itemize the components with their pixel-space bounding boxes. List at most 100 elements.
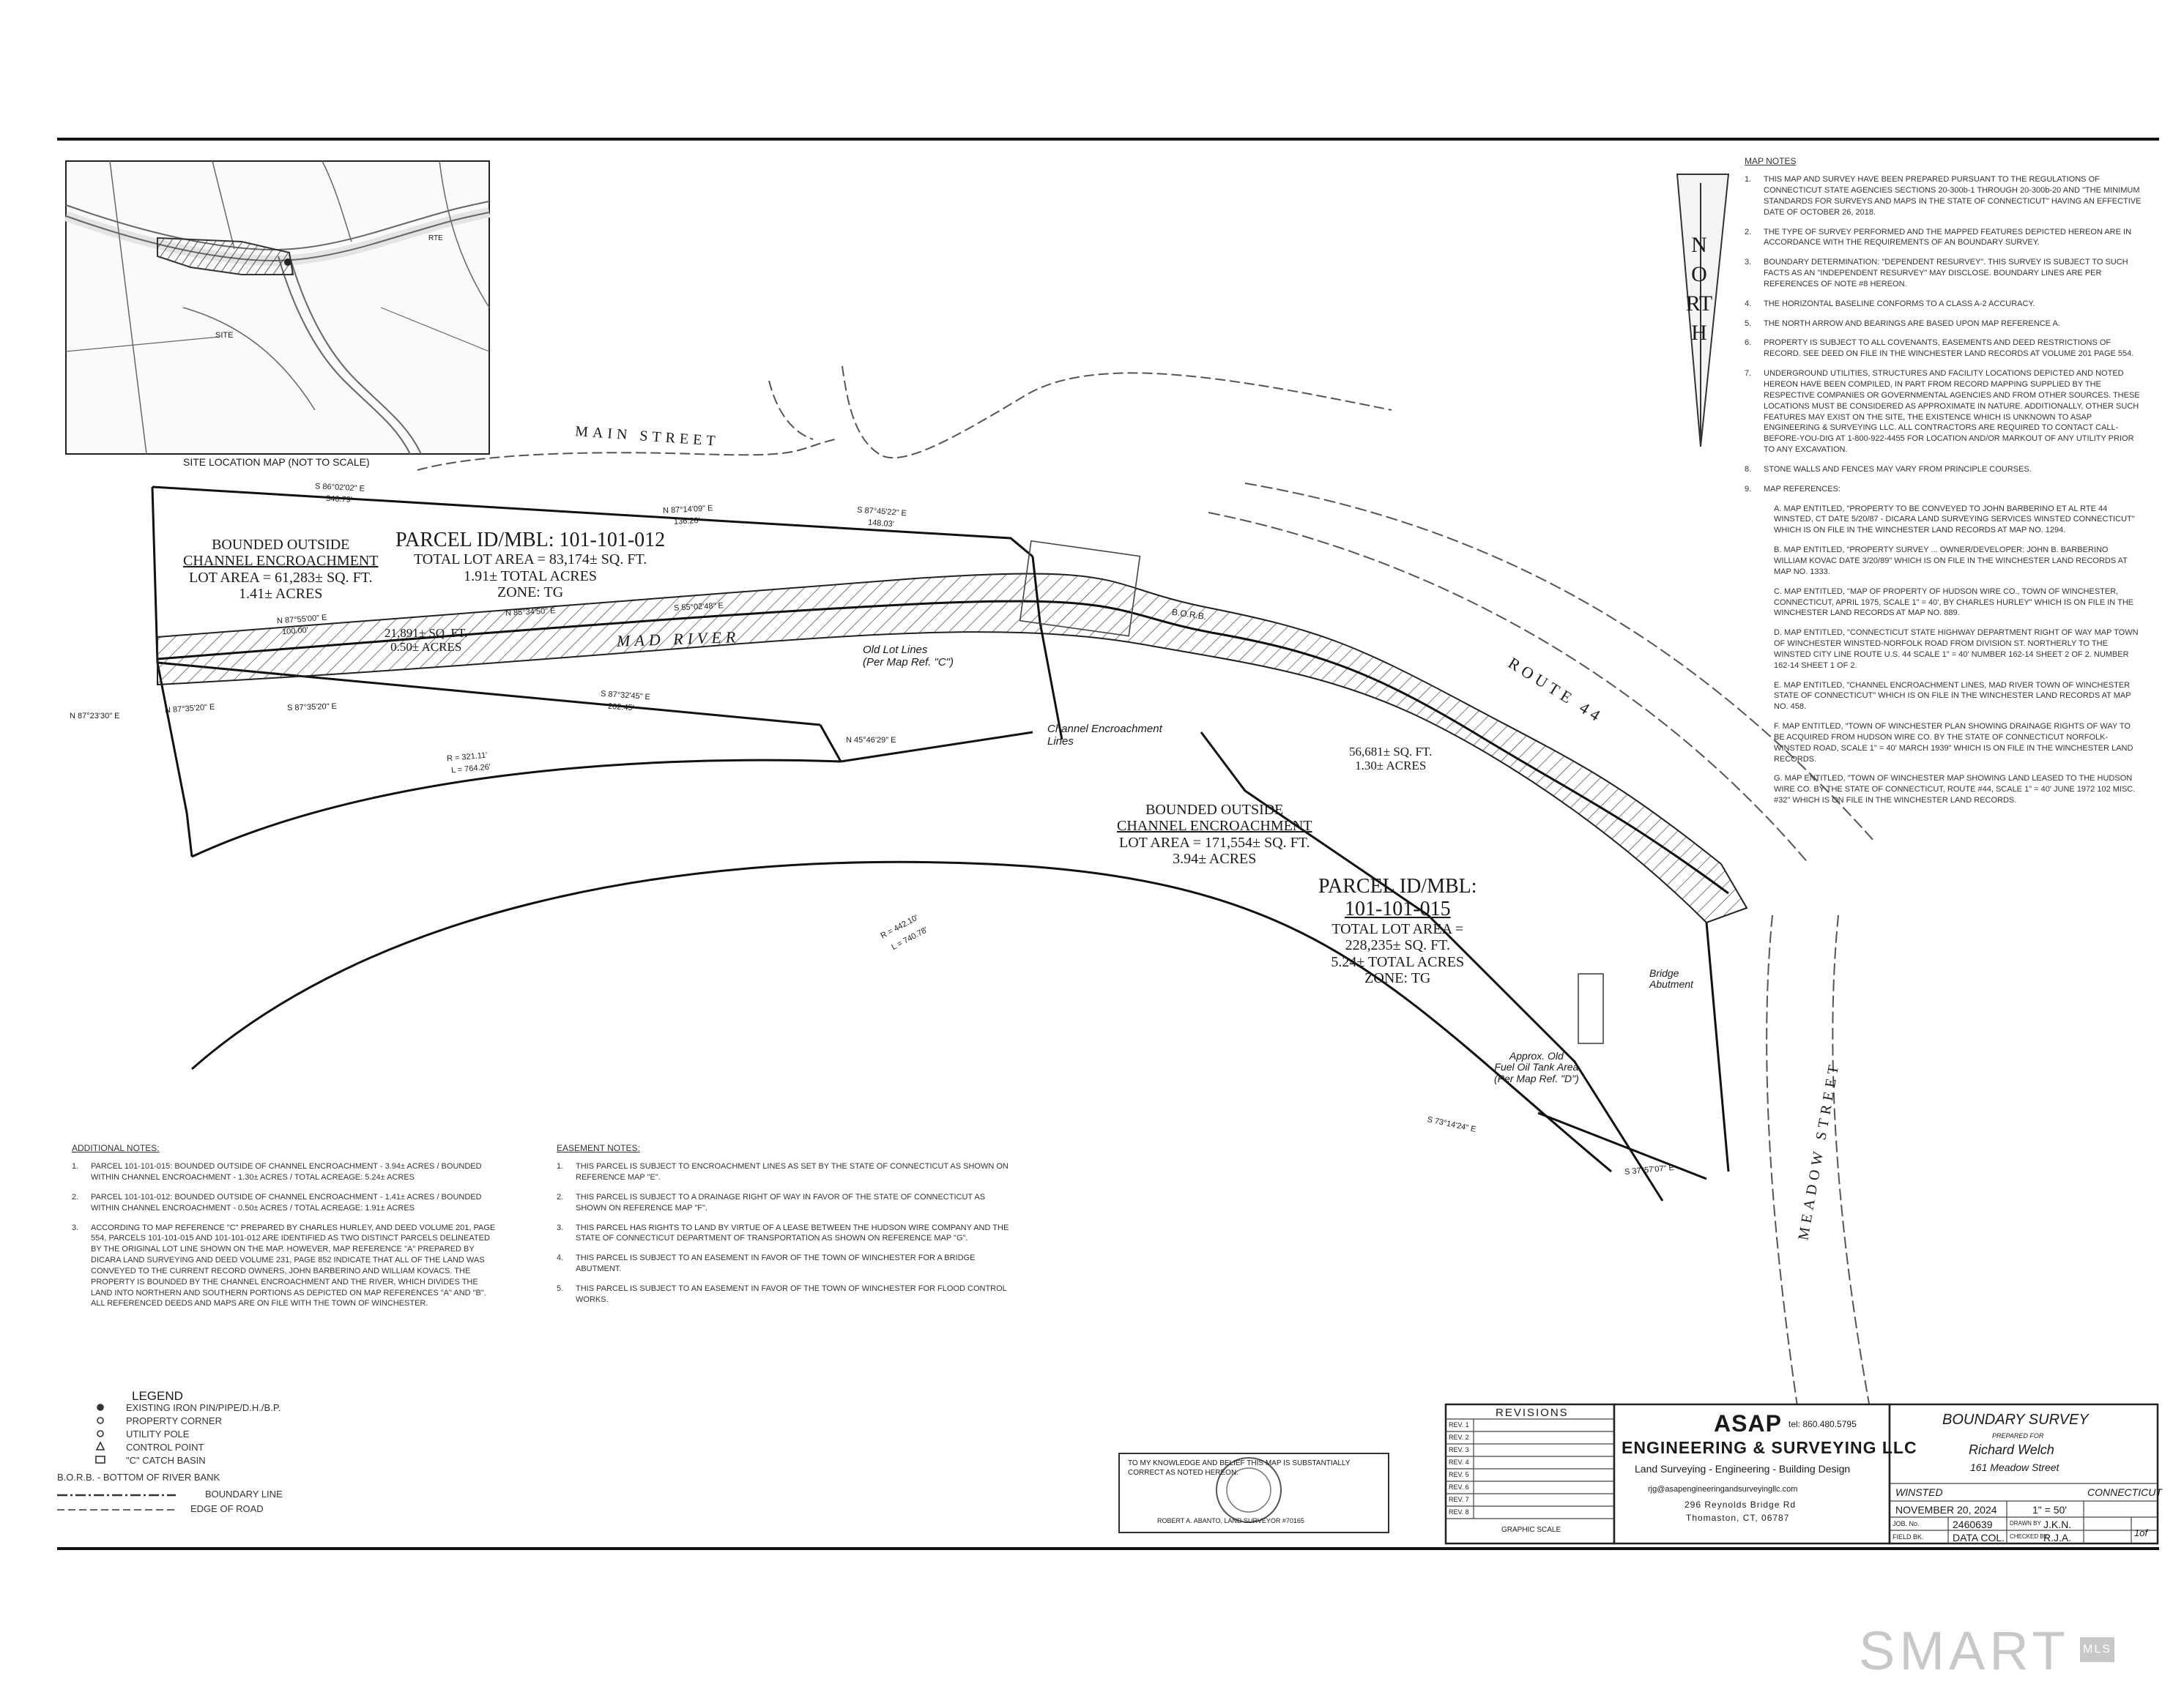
inner-012-sqft: 21,891± SQ. FT. [385, 626, 468, 640]
revision-row: REV. 1 [1449, 1421, 1469, 1429]
rte-label: RTE [428, 234, 443, 242]
bounded-outside-015-t1: BOUNDED OUTSIDE [1145, 802, 1284, 818]
map-reference: G. MAP ENTITLED, "TOWN OF WINCHESTER MAP… [1774, 774, 2136, 805]
inner-015-acres: 1.30± ACRES [1355, 758, 1427, 772]
job-number-label: JOB. No. [1893, 1520, 1920, 1527]
legend-item-catch-basin: "C" CATCH BASIN [126, 1455, 206, 1466]
distance-label: 148.03' [867, 518, 895, 529]
additional-note: 2.PARCEL 101-101-012: BOUNDED OUTSIDE OF… [72, 1192, 482, 1213]
parcel-012-acres: 1.91± TOTAL ACRES [464, 567, 597, 584]
bounded-outside-012-t4: 1.41± ACRES [239, 586, 323, 603]
bounded-outside-015-t3: LOT AREA = 171,554± SQ. FT. [1119, 834, 1310, 851]
old-lot-lines-text: Old Lot Lines [863, 644, 928, 656]
distance-label: 346.79' [325, 494, 353, 504]
map-reference: C. MAP ENTITLED, "MAP OF PROPERTY OF HUD… [1774, 586, 2134, 618]
map-reference: E. MAP ENTITLED, "CHANNEL ENCROACHMENT L… [1774, 680, 2131, 712]
company-name: ENGINEERING & SURVEYING LLC [1622, 1438, 1917, 1457]
additional-notes: ADDITIONAL NOTES: 1.PARCEL 101-101-015: … [72, 1142, 511, 1318]
revisions-frame [1444, 1403, 1616, 1545]
main-street-road [417, 365, 1392, 471]
title-block-prepared: PREPARED FOR [1992, 1432, 2044, 1440]
bounded-outside-012-t3: LOT AREA = 61,283± SQ. FT. [189, 569, 373, 586]
surveyor-signature: ROBERT A. ABANTO, LAND SURVEYOR #70165 [1157, 1517, 1304, 1524]
parcel-012-area: TOTAL LOT AREA = 83,174± SQ. FT. [413, 551, 647, 568]
job-number: 2460639 [1953, 1519, 1993, 1530]
distance-label: 100.00' [281, 625, 309, 637]
map-reference: B. MAP ENTITLED, "PROPERTY SURVEY ... OW… [1774, 545, 2128, 576]
map-note: 2.THE TYPE OF SURVEY PERFORMED AND THE M… [1745, 227, 2132, 247]
map-reference: A. MAP ENTITLED, "PROPERTY TO BE CONVEYE… [1774, 504, 2135, 535]
company-services: Land Surveying - Engineering - Building … [1635, 1463, 1851, 1475]
map-note: 5.THE NORTH ARROW AND BEARINGS ARE BASED… [1745, 319, 2060, 328]
parcel-015-id-2: 101-101-015 [1344, 898, 1451, 921]
certification-line-2: CORRECT AS NOTED HEREON. [1128, 1469, 1238, 1477]
inner-015-sqft: 56,681± SQ. FT. [1349, 745, 1433, 759]
bounded-outside-015-t2: CHANNEL ENCROACHMENT [1117, 818, 1312, 835]
fuel-tank-note: Approx. Old Fuel Oil Tank Area (Per Map … [1494, 1050, 1579, 1084]
title-block-state: CONNECTICUT [2087, 1486, 2162, 1498]
map-reference: D. MAP ENTITLED, "CONNECTICUT STATE HIGH… [1774, 628, 2139, 670]
map-note: 8.STONE WALLS AND FENCES MAY VARY FROM P… [1745, 464, 2032, 474]
map-note: 7.UNDERGROUND UTILITIES, STRUCTURES AND … [1745, 369, 2140, 455]
certification-box [1118, 1453, 1389, 1533]
company-phone: tel: 860.480.5795 [1789, 1419, 1857, 1429]
channel-encroachment-text-1: Channel Encroachment [1047, 723, 1162, 735]
bridge-text-1: Bridge [1649, 967, 1679, 979]
parcel-015-area-2: 228,235± SQ. FT. [1345, 937, 1450, 954]
parcel-012-zone: ZONE: TG [497, 584, 564, 601]
checked-by-label: CHECKED BY [2010, 1533, 2049, 1540]
legend-item-control-point: CONTROL POINT [126, 1442, 204, 1453]
seal-outer [1216, 1457, 1282, 1523]
old-lot-lines-ref: (Per Map Ref. "C") [863, 655, 954, 669]
checked-by: R.J.A. [2043, 1532, 2072, 1543]
parcel-015-title: PARCEL ID/MBL: 101-101-015 TOTAL LOT ARE… [1318, 875, 1477, 986]
north-arrow [1676, 174, 1730, 447]
easement-note: 5.THIS PARCEL IS SUBJECT TO AN EASEMENT … [557, 1284, 1007, 1304]
map-note: 6.PROPERTY IS SUBJECT TO ALL COVENANTS, … [1745, 338, 2134, 359]
parcel-015-area-1: TOTAL LOT AREA = [1331, 920, 1464, 937]
bounded-outside-012-t1: BOUNDED OUTSIDE [212, 537, 350, 553]
company-logo: ASAP [1714, 1410, 1782, 1437]
building-outline [1019, 540, 1141, 637]
parcel-015-id-1: PARCEL ID/MBL: [1318, 875, 1477, 898]
channel-encroachment-note: Channel Encroachment Lines [1047, 723, 1162, 748]
map-notes-heading: MAP NOTES [1745, 156, 1797, 166]
certification-text: TO MY KNOWLEDGE AND BELIEF THIS MAP IS S… [1128, 1459, 1350, 1478]
mad-river-channel [157, 573, 1748, 924]
tank-text-3: (Per Map Ref. "D") [1494, 1072, 1579, 1084]
revision-row: REV. 2 [1449, 1434, 1469, 1441]
parcel-012-title: PARCEL ID/MBL: 101-101-012 TOTAL LOT ARE… [395, 529, 665, 601]
title-block-town: WINSTED [1895, 1486, 1943, 1498]
legend-item-property-corner: PROPERTY CORNER [126, 1415, 222, 1426]
company-frame [1613, 1403, 1891, 1545]
revision-row: REV. 8 [1449, 1508, 1469, 1516]
parcel-015-zone: ZONE: TG [1364, 969, 1431, 986]
revision-row: REV. 5 [1449, 1471, 1469, 1478]
distance-label: 136.20' [673, 516, 701, 526]
additional-notes-heading: ADDITIONAL NOTES: [72, 1143, 160, 1153]
north-label: NORTH [1685, 233, 1713, 345]
mls-badge: MLS [2080, 1637, 2114, 1662]
bounded-outside-012-t2: CHANNEL ENCROACHMENT [183, 553, 379, 570]
easement-notes-heading: EASEMENT NOTES: [557, 1143, 640, 1153]
inner-015: 56,681± SQ. FT. 1.30± ACRES [1349, 745, 1432, 772]
drawn-by-label: DRAWN BY [2010, 1520, 2041, 1527]
legend-item-utility-pole: UTILITY POLE [126, 1429, 190, 1440]
bearing-label: N 87°23'30" E [70, 712, 120, 720]
bridge-abutment-note: Bridge Abutment [1649, 967, 1693, 991]
title-frame [1888, 1403, 2159, 1545]
drawn-by: J.K.N. [2043, 1519, 2072, 1530]
site-map-frame [65, 160, 490, 455]
easement-note: 1.THIS PARCEL IS SUBJECT TO ENCROACHMENT… [557, 1162, 1009, 1183]
company-email: rjg@asapengineeringandsurveyingllc.com [1648, 1485, 1798, 1494]
meadow-street-road [1766, 915, 1876, 1436]
title-block-title: BOUNDARY SURVEY [1942, 1412, 2089, 1428]
river-centerline [157, 600, 1729, 895]
legend-item-edge-of-road: EDGE OF ROAD [190, 1503, 264, 1514]
bearing-label: S 87°35'20" E [286, 701, 338, 713]
certification-line-1: TO MY KNOWLEDGE AND BELIEF THIS MAP IS S… [1128, 1459, 1351, 1467]
legend-symbols [57, 1404, 176, 1511]
easement-notes: EASEMENT NOTES: 1.THIS PARCEL IS SUBJECT… [557, 1142, 1025, 1314]
map-note: 9.MAP REFERENCES: [1745, 484, 1841, 494]
